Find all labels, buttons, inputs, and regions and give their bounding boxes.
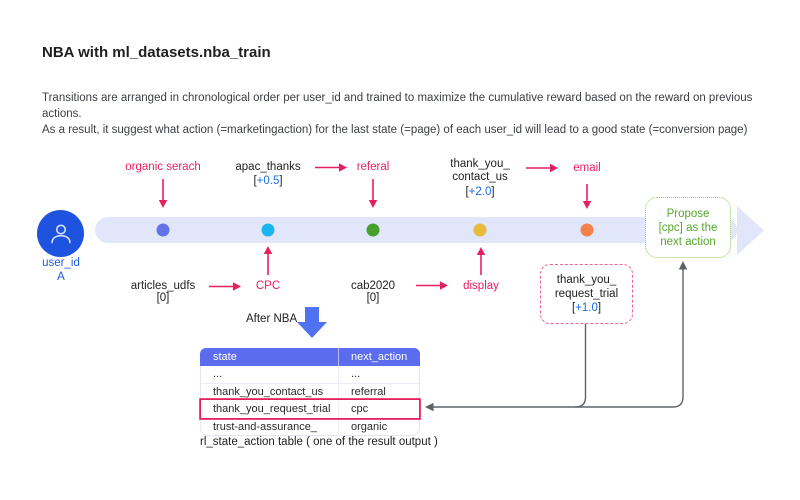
after-nba-label: After NBA [246,313,298,325]
thank-you-contact-us-label: thank_you_ contact_us [450,158,510,183]
organic-search-label: organic serach [125,161,201,173]
articles-udfs-label: articles_udfs [130,279,196,292]
thank-you-request-trial-label: thank_you_ request_trial [554,274,619,300]
description: Transitions are arranged in chronologica… [42,90,766,138]
propose-next-action-label: Propose [cpc] as the next action [658,207,718,248]
referal-down-arrowhead-icon [368,200,378,208]
cab2020-reward: [0] [366,292,380,304]
after-nba-arrow-icon [297,307,327,338]
user-avatar [37,210,84,257]
propose-up-arrowhead-icon [678,261,688,270]
organic-down-arrowhead-icon [158,200,168,208]
display-dot [473,223,487,237]
table-row: ... ... [201,366,419,383]
email-down-arrowhead-icon [582,201,592,209]
table-body: ... ... thank_you_contact_us referral th… [200,366,420,436]
request-trial-connector [575,322,587,408]
table-row: trust-and-assurance_ organic [201,417,419,435]
apac-thanks-reward: [+0.5] [253,174,283,187]
thank-you-request-trial-reward: [+1.0] [571,302,602,314]
user-id-label: user_id A [42,257,80,283]
table-header-next-action: next_action [338,348,420,366]
table-row-highlighted: thank_you_request_trial cpc [201,400,419,418]
table-left-arrowhead-icon [425,402,434,412]
table-cell-next-action: cpc [338,401,419,418]
thank-you-contact-us-reward: [+2.0] [465,186,495,198]
person-icon [50,223,71,243]
organic-search-dot [156,223,170,237]
email-dot [580,223,594,237]
table-cell-state: thank_you_contact_us [213,385,324,398]
rl-state-action-table: state next_action ... ... thank_you_cont… [200,348,420,436]
referal-label: referal [356,161,390,173]
table-cell-next-action: organic [338,418,419,435]
table-header-state: state [213,351,237,363]
propose-next-action-box: Propose [cpc] as the next action [645,197,731,258]
cpc-up-arrowhead-icon [263,246,273,254]
referal-dot [366,223,380,237]
table-cell-next-action: referral [338,383,419,400]
description-line-1: Transitions are arranged in chronologica… [42,92,753,120]
display-label: display [463,280,499,292]
table-cell-state: trust-and-assurance_ [213,420,317,433]
timeline-bar [95,217,737,243]
page-title: NBA with ml_datasets.nba_train [42,44,271,61]
table-cell-state: ... [213,368,223,381]
cpc-label: CPC [255,280,281,292]
table-header-row: state next_action [200,348,420,366]
table-row: thank_you_contact_us referral [201,382,419,400]
apac-thanks-label: apac_thanks [235,161,301,173]
email-label: email [573,162,601,174]
cpc-dot [261,223,275,237]
table-cell-next-action: ... [338,366,419,383]
timeline-arrowhead [737,206,764,255]
cab2020-label: cab2020 [350,279,396,292]
description-line-2: As a result, it suggest what action (=ma… [42,124,748,136]
display-up-arrowhead-icon [476,247,486,255]
table-caption: rl_state_action table ( one of the resul… [200,436,438,448]
thank-you-request-trial-box: thank_you_ request_trial [+1.0] [540,264,633,324]
articles-udfs-reward: [0] [156,292,170,304]
table-cell-state: thank_you_request_trial [213,403,331,416]
